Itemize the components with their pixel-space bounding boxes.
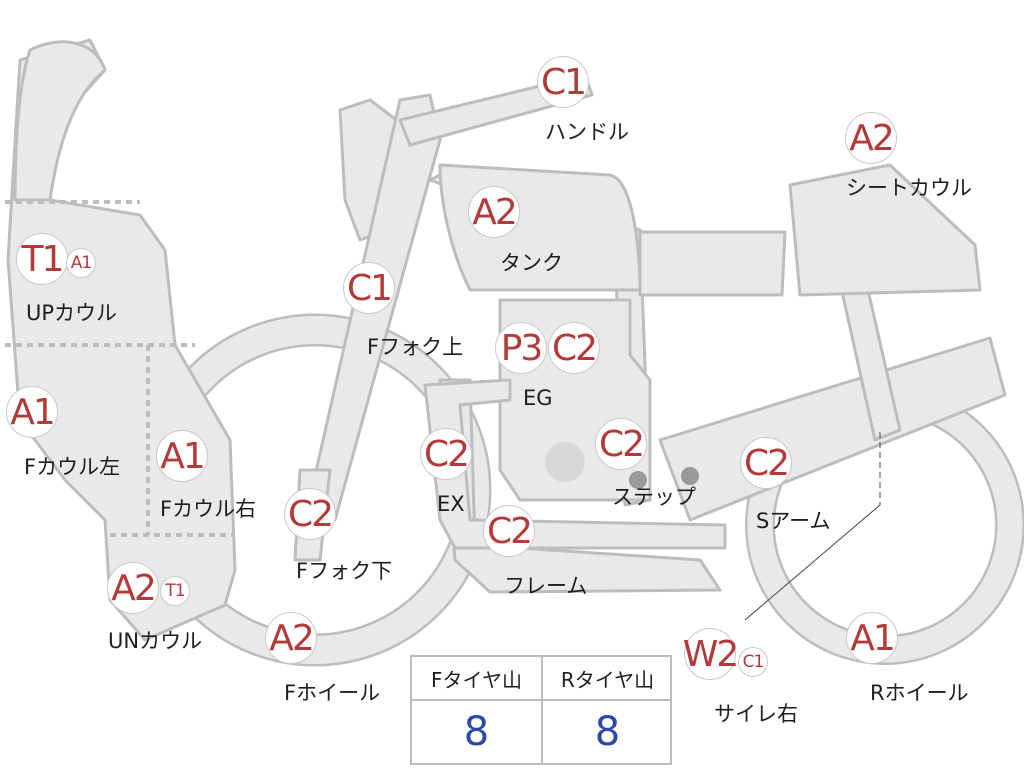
grade-badge-f-fork-lower: C2 — [284, 488, 336, 540]
part-label-step: ステップ — [612, 485, 696, 509]
part-label-f-cowl-left: Fカウル左 — [24, 455, 121, 479]
grade-badge-seat-cowl: A2 — [845, 112, 897, 164]
part-label-engine: EG — [523, 386, 553, 410]
grade-badge-frame: C2 — [483, 505, 535, 557]
silencer-leader-line — [744, 432, 881, 621]
part-label-handle: ハンドル — [545, 120, 629, 144]
tire-table-divider — [541, 657, 543, 763]
part-label-under-cowl: UNカウル — [108, 629, 203, 653]
part-label-r-wheel: Rホイール — [870, 681, 969, 705]
part-label-frame: フレーム — [504, 574, 588, 598]
front-tire-value: 8 — [463, 709, 490, 755]
tire-tread-table: Fタイヤ山 Rタイヤ山 8 8 — [410, 655, 672, 765]
part-label-silencer-right: サイレ右 — [714, 702, 798, 726]
part-label-swing-arm: Sアーム — [756, 509, 831, 533]
grade-badge-silencer-right-2: C1 — [738, 647, 768, 677]
grade-badge-up-cowl-1: T1 — [16, 233, 68, 285]
grade-badge-engine-2: C2 — [548, 322, 600, 374]
grade-badge-f-fork-upper: C1 — [343, 262, 395, 314]
grade-badge-swing-arm: C2 — [740, 437, 792, 489]
grade-badge-under-cowl-2: T1 — [160, 576, 190, 606]
grade-badge-handle: C1 — [537, 56, 589, 108]
seat-shape — [638, 230, 787, 297]
part-label-f-fork-lower: Fフォク下 — [296, 559, 393, 583]
rear-tire-value: 8 — [594, 709, 621, 755]
grade-badge-engine-1: P3 — [495, 322, 547, 374]
grade-badge-f-cowl-left: A1 — [6, 386, 58, 438]
part-label-f-wheel: Fホイール — [284, 681, 381, 705]
grade-badge-exhaust: C2 — [420, 428, 472, 480]
part-label-f-fork-upper: Fフォク上 — [367, 335, 464, 359]
rear-tire-header: Rタイヤ山 — [543, 657, 672, 701]
part-label-seat-cowl: シートカウル — [846, 176, 972, 200]
grade-badge-f-cowl-right: A1 — [156, 430, 208, 482]
step-mark-2 — [681, 467, 699, 485]
grade-badge-under-cowl-1: A2 — [107, 562, 159, 614]
part-label-f-cowl-right: Fカウル右 — [160, 497, 257, 521]
grade-badge-tank: A2 — [468, 186, 520, 238]
step-mark-1 — [629, 471, 647, 489]
part-label-exhaust: EX — [437, 492, 465, 516]
windscreen-shape — [13, 40, 107, 202]
front-tire-header: Fタイヤ山 — [412, 657, 541, 701]
seat-cowl-shape — [788, 163, 982, 297]
engine-cover-mark — [545, 442, 585, 482]
part-label-up-cowl: UPカウル — [26, 301, 118, 325]
grade-badge-f-wheel: A2 — [265, 612, 317, 664]
grade-badge-step: C2 — [595, 418, 647, 470]
grade-badge-r-wheel: A1 — [846, 612, 898, 664]
part-label-tank: タンク — [500, 251, 563, 275]
exhaust-shape — [423, 378, 727, 550]
cowl-division-lines — [5, 200, 235, 537]
grade-badge-up-cowl-2: A1 — [66, 248, 96, 278]
grade-badge-silencer-right-1: W2 — [683, 628, 739, 680]
